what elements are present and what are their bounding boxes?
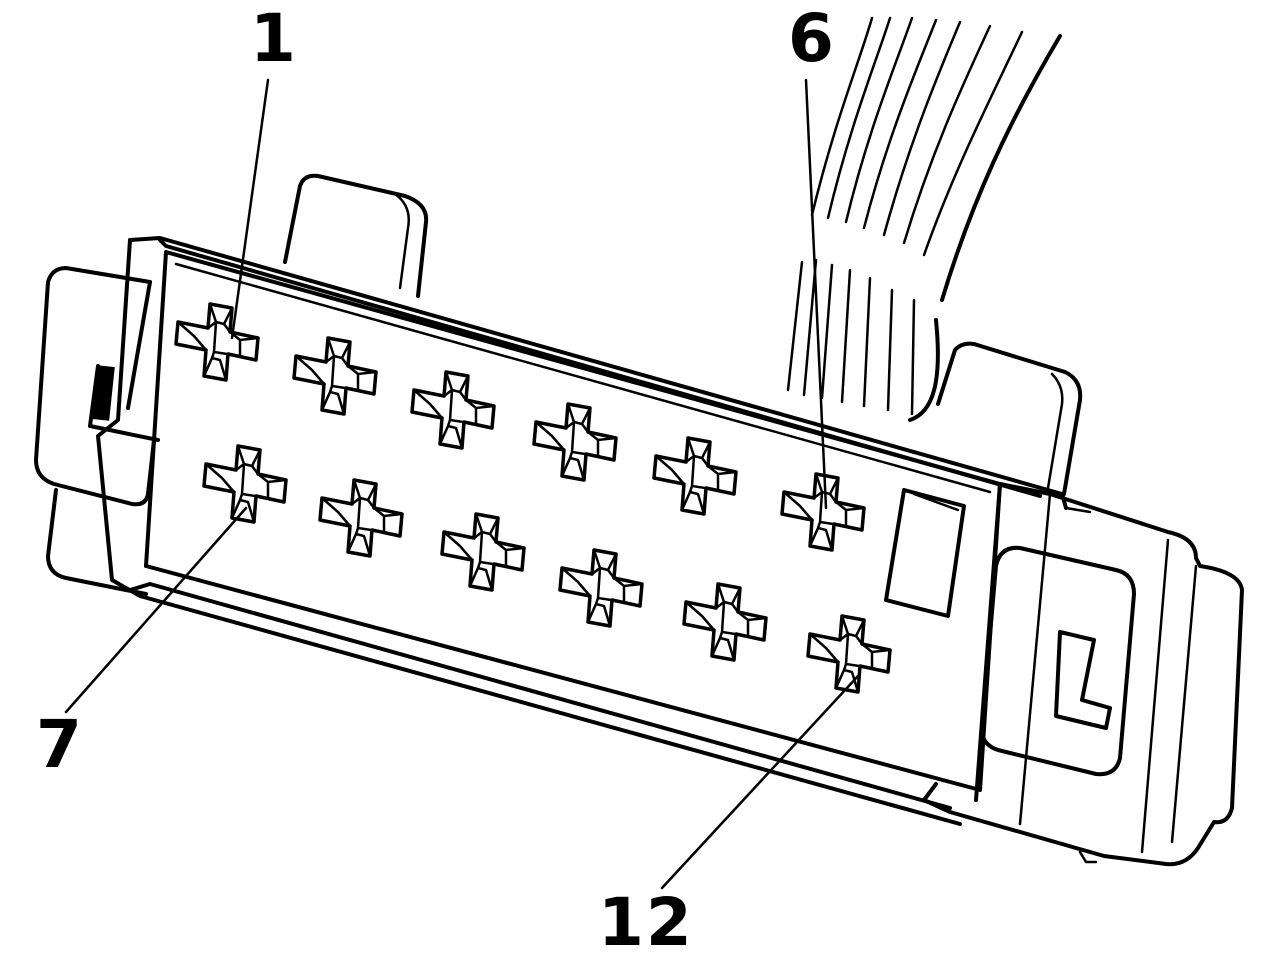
leader-line-7: [64, 506, 248, 714]
pin-socket: [440, 512, 526, 592]
pin-socket: [682, 582, 768, 662]
pin-socket: [292, 336, 378, 416]
top-latch: [283, 173, 429, 298]
pin-socket: [532, 402, 618, 482]
pin-label-12: 12: [598, 884, 694, 961]
leader-line-6: [804, 78, 828, 510]
pin-socket: [410, 370, 496, 450]
pin-socket: [652, 436, 738, 516]
pin-socket: [318, 478, 404, 558]
wire-bundle: [786, 16, 1062, 422]
leader-line-12: [660, 674, 860, 890]
pin-socket: [174, 302, 260, 382]
pin-row-bottom: [202, 444, 892, 694]
leader-lines: [64, 78, 860, 890]
connector-housing: [34, 236, 1244, 867]
pin-socket: [780, 472, 866, 552]
right-latch: [936, 341, 1083, 496]
pin-socket: [806, 614, 892, 694]
pin-label-1: 1: [250, 0, 298, 77]
pin-label-7: 7: [36, 706, 84, 783]
pin-label-6: 6: [788, 0, 836, 77]
leader-line-1: [230, 78, 270, 340]
pin-socket: [558, 548, 644, 628]
